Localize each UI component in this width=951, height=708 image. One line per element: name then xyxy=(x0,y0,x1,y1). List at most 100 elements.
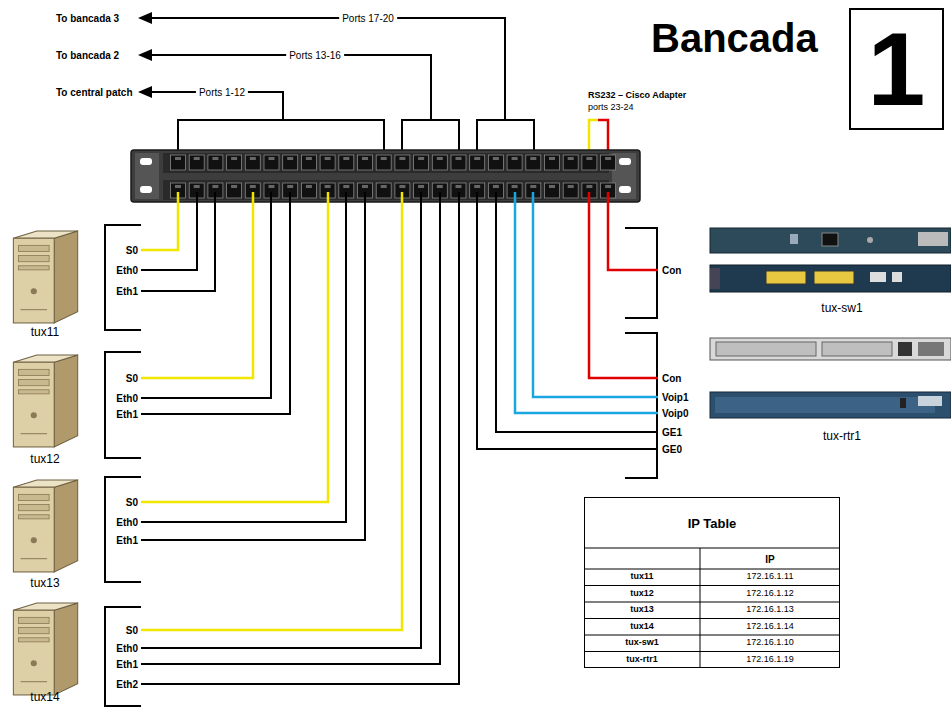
number: 1 xyxy=(860,17,934,121)
port-notch xyxy=(362,157,368,160)
interface-name: Eth0 xyxy=(116,643,138,654)
port xyxy=(376,183,391,198)
title-box: Bancada 1 xyxy=(645,6,950,134)
port-notch xyxy=(512,185,518,188)
port-notch xyxy=(530,157,536,160)
adapter-note: ports 23-24 xyxy=(588,103,634,113)
port xyxy=(245,155,260,170)
port-notch xyxy=(456,157,462,160)
port-notch xyxy=(194,157,200,160)
port-notch xyxy=(343,157,349,160)
port-notch xyxy=(343,185,349,188)
arrowheads xyxy=(138,12,152,98)
port xyxy=(470,155,485,170)
interface-name: Voip1 xyxy=(662,392,688,403)
port-notch xyxy=(568,157,574,160)
top-wires xyxy=(150,18,608,156)
port-notch xyxy=(399,157,405,160)
port-notch xyxy=(325,157,331,160)
port xyxy=(320,155,335,170)
interface-name: Eth1 xyxy=(116,286,138,297)
interface-name: Con xyxy=(662,265,681,276)
port-notch xyxy=(381,185,387,188)
port xyxy=(563,155,578,170)
port-notch xyxy=(231,157,237,160)
port xyxy=(376,155,391,170)
table-cell: tux12 xyxy=(630,589,654,599)
number-box: 1 xyxy=(849,8,944,130)
port-notch xyxy=(586,157,592,160)
heading: Bancada xyxy=(651,16,818,60)
port-range: Ports 13-16 xyxy=(286,50,344,61)
table-cell: 172.16.1.11 xyxy=(747,572,794,582)
port xyxy=(582,155,597,170)
interface-name: Eth0 xyxy=(116,517,138,528)
port-notch xyxy=(549,185,555,188)
ip-table-grid xyxy=(584,548,840,668)
port-notch xyxy=(605,157,611,160)
port xyxy=(563,183,578,198)
port-notch xyxy=(456,185,462,188)
port-notch xyxy=(493,157,499,160)
port-notch xyxy=(325,185,331,188)
port-notch xyxy=(605,185,611,188)
table-cell: tux13 xyxy=(630,605,654,615)
port xyxy=(545,155,560,170)
table-cell: 172.16.1.19 xyxy=(746,655,794,665)
table-cell: tux14 xyxy=(630,622,654,632)
port-notch xyxy=(549,157,555,160)
destination: To bancada 3 xyxy=(56,13,119,24)
brackets xyxy=(105,225,657,706)
port xyxy=(358,155,373,170)
port-notch xyxy=(418,157,424,160)
device-name: tux-sw1 xyxy=(821,302,862,315)
patch-panel xyxy=(131,150,640,202)
port-notch xyxy=(568,185,574,188)
port-notch xyxy=(362,185,368,188)
table-cell: 172.16.1.12 xyxy=(746,589,794,599)
port xyxy=(301,183,316,198)
interface-name: Eth1 xyxy=(116,535,138,546)
port xyxy=(545,183,560,198)
port-notch xyxy=(437,185,443,188)
port-notch xyxy=(306,185,312,188)
host-name: tux13 xyxy=(30,577,59,590)
port-notch xyxy=(194,185,200,188)
interface-name: S0 xyxy=(126,245,138,256)
port xyxy=(414,155,429,170)
port-notch xyxy=(381,157,387,160)
port-notch xyxy=(474,157,480,160)
host-name: tux12 xyxy=(30,453,59,466)
port xyxy=(451,155,466,170)
port xyxy=(227,155,242,170)
interface-name: GE0 xyxy=(662,444,682,455)
router-device xyxy=(710,338,951,418)
destination: To bancada 2 xyxy=(56,50,119,61)
port xyxy=(227,183,242,198)
port-notch xyxy=(269,157,275,160)
table-cell: tux-sw1 xyxy=(625,638,659,648)
destination: To central patch xyxy=(56,87,133,98)
port xyxy=(283,155,298,170)
interface-name: Eth1 xyxy=(116,659,138,670)
table-cell: 172.16.1.14 xyxy=(746,622,794,632)
port xyxy=(339,155,354,170)
table-cell: 172.16.1.10 xyxy=(746,638,794,648)
computer-icons xyxy=(13,231,77,695)
port-notch xyxy=(175,157,181,160)
interface-name: Con xyxy=(662,373,681,384)
port-range: Ports 17-20 xyxy=(339,13,397,24)
port xyxy=(526,155,541,170)
port-notch xyxy=(250,157,256,160)
port-notch xyxy=(474,185,480,188)
switch-device xyxy=(710,228,951,292)
port xyxy=(208,155,223,170)
port-notch xyxy=(493,185,499,188)
port-notch xyxy=(306,157,312,160)
port-notch xyxy=(269,185,275,188)
port xyxy=(395,155,410,170)
port-notch xyxy=(586,185,592,188)
port-notch xyxy=(212,157,218,160)
interface-name: Eth0 xyxy=(116,393,138,404)
